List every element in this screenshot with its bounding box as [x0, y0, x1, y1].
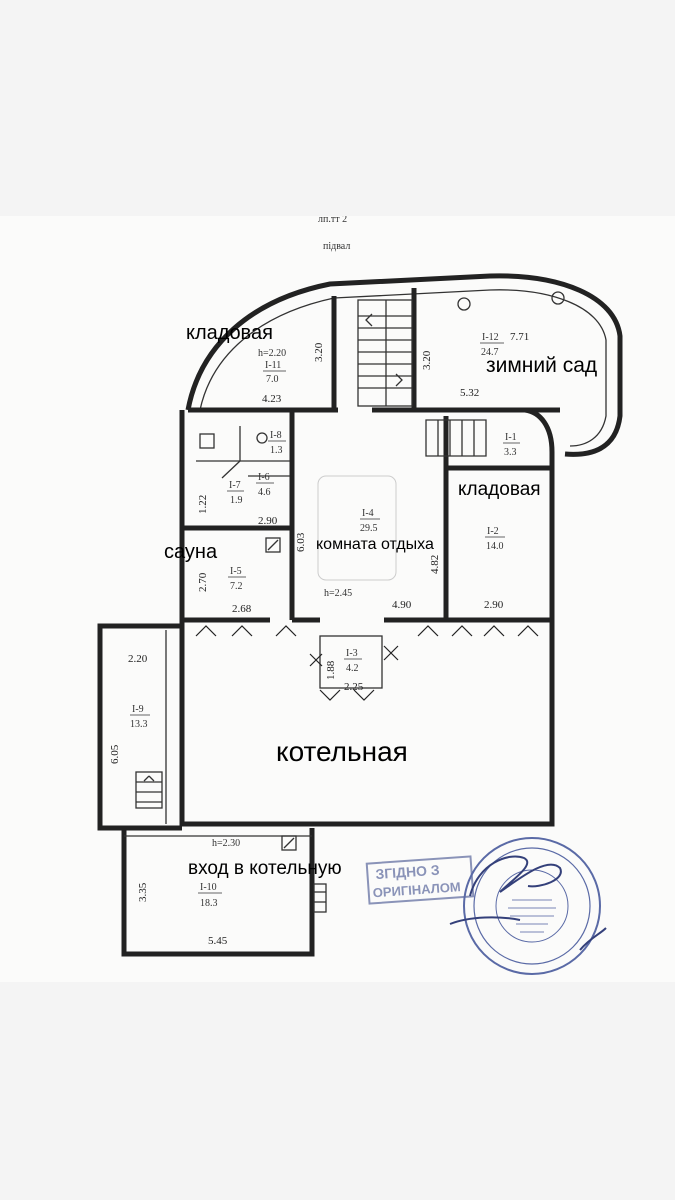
room-area: 18.3 [200, 898, 218, 909]
room-area: 24.7 [481, 347, 499, 358]
room-label-I1: I-1 3.3 [503, 432, 520, 458]
certification-stamp-rect: ЗГІДНО З ОРИГІНАЛОМ [365, 855, 475, 905]
annotation-boiler-entrance: вход в котельную [188, 858, 342, 879]
annotation-winter-garden: зимний сад [486, 354, 597, 377]
round-seal [463, 837, 601, 975]
shower-fixture [256, 432, 268, 444]
signature [449, 855, 607, 951]
dimension-label: 2.25 [344, 681, 364, 693]
room-id: I-5 [230, 566, 242, 577]
room-id: I-10 [200, 882, 217, 893]
room-area: 7.0 [266, 374, 279, 385]
room-label-I10: h=2.30 I-10 18.3 [198, 838, 240, 909]
annotation-boiler-room: котельная [276, 736, 408, 767]
dimension-label: 1.88 [325, 660, 337, 680]
room-id: I-3 [346, 648, 358, 659]
dimension-label: 4.23 [262, 393, 282, 405]
room-height: h=2.30 [212, 838, 240, 849]
room-label-I6: I-6 4.6 [256, 472, 274, 498]
room-area: 7.2 [230, 581, 243, 592]
garden-column-1 [457, 297, 471, 311]
room-id: I-2 [487, 526, 499, 537]
room-area: 29.5 [360, 523, 378, 534]
level-label: підвал [323, 241, 350, 252]
upper-wing-inner [199, 289, 607, 447]
stamp-text-1: ЗГІДНО З [375, 862, 440, 882]
room-area: 1.3 [270, 445, 283, 456]
room-area: 3.3 [504, 447, 517, 458]
dimension-label: 5.32 [460, 387, 479, 399]
dimension-label: 7.71 [510, 331, 529, 343]
wall-hatching [195, 625, 539, 701]
room-id: I-8 [270, 430, 282, 441]
annotation-storage-1: кладовая [186, 322, 273, 344]
dimension-label: 1.22 [197, 495, 209, 514]
room-area: 14.0 [486, 541, 504, 552]
dimension-label: 2.70 [197, 572, 209, 592]
dimension-label: 3.35 [137, 882, 149, 902]
floor-plan-sheet: лп.тт 2 підвал [0, 216, 675, 982]
annotation-storage-2: кладовая [458, 479, 541, 500]
stamp-text-2: ОРИГІНАЛОМ [372, 879, 461, 900]
stairs-upper [357, 299, 413, 407]
room-id: I-4 [362, 508, 374, 519]
room-label-I8: I-8 1.3 [268, 430, 286, 456]
floor-plan-drawing: лп.тт 2 підвал [97, 216, 623, 975]
room-label-I12: I-12 24.7 [480, 332, 504, 358]
upper-wing-walls [185, 273, 623, 457]
inner-wall-wc-diag [221, 460, 241, 479]
room-I10-walls [121, 828, 315, 957]
sauna-heater [265, 537, 281, 553]
stairs-I1 [425, 419, 487, 457]
stairs-I10 [313, 883, 327, 913]
room-label-I9: I-9 13.3 [130, 704, 150, 730]
garden-column-2 [551, 291, 565, 305]
room-area: 4.6 [258, 487, 271, 498]
dimension-label: 2.90 [258, 515, 278, 527]
header-top-text: лп.тт 2 [318, 216, 347, 225]
room-label-I5: I-5 7.2 [228, 566, 246, 592]
room-id: I-12 [482, 332, 499, 343]
dimension-label: 6.05 [109, 744, 121, 764]
dimension-label: 2.90 [484, 599, 504, 611]
room-I9-walls [97, 623, 182, 831]
room-area: 4.2 [346, 663, 359, 674]
boiler-unit [281, 835, 297, 851]
room-height: h=2.45 [324, 588, 352, 599]
room-label-I4: I-4 29.5 h=2.45 [324, 508, 380, 599]
dimension-label: 3.20 [313, 342, 325, 362]
room-label-I2: I-2 14.0 [485, 526, 505, 552]
room-label-I11: h=2.20 I-11 7.0 [258, 348, 286, 385]
dimension-label: 5.45 [208, 935, 228, 947]
toilet-fixture [199, 433, 215, 449]
dimension-label: 2.20 [128, 653, 148, 665]
sauna-heater-mark [267, 539, 279, 551]
room-area: 13.3 [130, 719, 148, 730]
dimension-label: 2.68 [232, 603, 252, 615]
stairs-I9 [135, 771, 163, 809]
room-id: I-1 [505, 432, 517, 443]
room-id: I-11 [265, 360, 281, 371]
room-area: 1.9 [230, 495, 243, 506]
room-height: h=2.20 [258, 348, 286, 359]
annotation-sauna: сауна [164, 541, 218, 563]
dimension-label: 3.20 [421, 350, 433, 370]
vestibule-I3-box [319, 635, 383, 689]
room-label-I7: I-7 1.9 [227, 480, 244, 506]
room-label-I3: I-3 4.2 [344, 648, 362, 674]
main-block-walls [179, 407, 555, 827]
dimension-label: 4.82 [429, 555, 441, 574]
room-id: I-6 [258, 472, 270, 483]
lounge-outline [317, 475, 397, 581]
room-id: I-9 [132, 704, 144, 715]
dimension-label: 6.03 [295, 532, 307, 552]
annotation-lounge: комната отдыха [316, 536, 434, 553]
dimension-label: 4.90 [392, 599, 412, 611]
boiler-unit-mark [283, 837, 295, 849]
room-id: I-7 [229, 480, 241, 491]
